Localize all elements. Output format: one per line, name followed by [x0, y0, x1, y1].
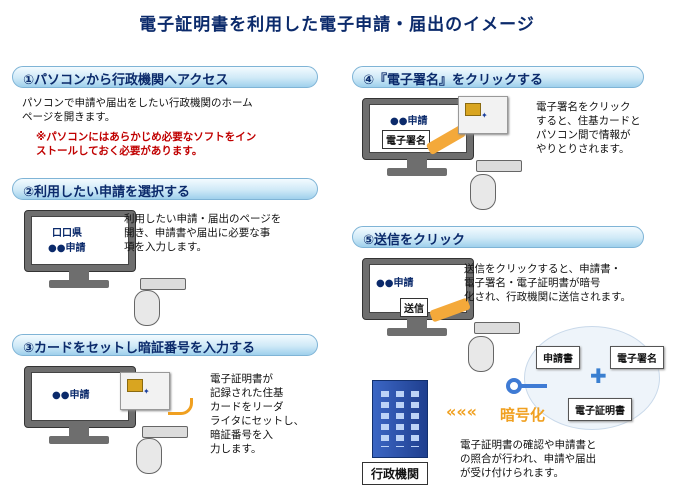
step5-text: 送信をクリックすると、申請書・ 電子署名・電子証明書が暗号 化され、行政機関に送… — [464, 263, 632, 303]
step5-send-button[interactable]: 送信 — [400, 298, 428, 317]
step5-heading: ⑤送信をクリック — [363, 233, 466, 248]
box-application: 申請書 — [536, 346, 580, 369]
step4-text: 電子署名をクリック すると、住基カードと パソコン間で情報が やりとりされます。 — [536, 101, 641, 155]
transfer-arrows-icon: ««« — [446, 402, 478, 421]
step1-text: パソコンで申請や届出をしたい行政機関のホーム ページを開きます。 — [22, 97, 253, 123]
step3-screen-label: ●●申請 — [52, 390, 90, 401]
building-icon — [372, 380, 428, 458]
box-certificate: 電子証明書 — [568, 398, 632, 421]
step3-keyboard — [142, 426, 188, 438]
step1-note: ※パソコンにはあらかじめ必要なソフトをイン ストールしておく必要があります。 — [36, 131, 257, 157]
step5-bottom-text: 電子証明書の確認や申請書と の照合が行われ、申請や届出 が受け付けられます。 — [460, 439, 597, 479]
box-signature: 電子署名 — [610, 346, 664, 369]
step2-text: 利用したい申請・届出のページを 開き、申請書や届出に必要な事 項を入力します。 — [124, 213, 282, 253]
card-reader-icon: ✦ — [120, 372, 170, 410]
step4-heading: ④『電子署名』をクリックする — [363, 73, 544, 88]
step4-keyboard — [476, 160, 522, 172]
step3-text: 電子証明書が 記録された住基 カードをリーダ ライタにセットし、 暗証番号を入 … — [210, 373, 305, 455]
step4-mouse — [470, 174, 496, 210]
plus-icon: ✚ — [590, 364, 607, 388]
step5-heading-band: ⑤送信をクリック — [352, 226, 644, 248]
step4-card-reader-icon: ✦ — [458, 96, 508, 134]
step4-sign-button[interactable]: 電子署名 — [382, 130, 430, 149]
step3-monitor: ●●申請 — [24, 366, 136, 446]
step1-heading-band: ①パソコンから行政機関へアクセス — [12, 66, 318, 88]
step2-heading-band: ②利用したい申請を選択する — [12, 178, 318, 200]
step1-heading: ①パソコンから行政機関へアクセス — [23, 73, 229, 88]
step2-screen-line2: ●●申請 — [48, 243, 86, 254]
page-title: 電子証明書を利用した電子申請・届出のイメージ — [139, 15, 535, 35]
step5-screen-label: ●●申請 — [376, 278, 414, 289]
encryption-label: 暗号化 — [500, 406, 546, 424]
step5-keyboard — [474, 322, 520, 334]
step2-keyboard — [140, 278, 186, 290]
step4-monitor: ●●申請 電子署名 — [362, 98, 474, 178]
agency-label: 行政機関 — [362, 462, 429, 485]
step3-heading: ③カードをセットし暗証番号を入力する — [23, 341, 256, 356]
step4-screen-label: ●●申請 — [390, 116, 428, 127]
step3-mouse — [136, 438, 162, 474]
step5-monitor: ●●申請 送信 — [362, 258, 474, 338]
step2-mouse — [134, 290, 160, 326]
key-shaft — [521, 384, 547, 388]
step2-heading: ②利用したい申請を選択する — [23, 185, 191, 200]
step3-heading-band: ③カードをセットし暗証番号を入力する — [12, 334, 318, 356]
step2-screen-line1: 口口県 — [52, 228, 82, 239]
insert-arrow-icon — [168, 398, 193, 415]
step2-monitor: 口口県 ●●申請 — [24, 210, 136, 290]
step5-mouse — [468, 336, 494, 372]
key-icon — [506, 378, 522, 394]
step4-heading-band: ④『電子署名』をクリックする — [352, 66, 644, 88]
